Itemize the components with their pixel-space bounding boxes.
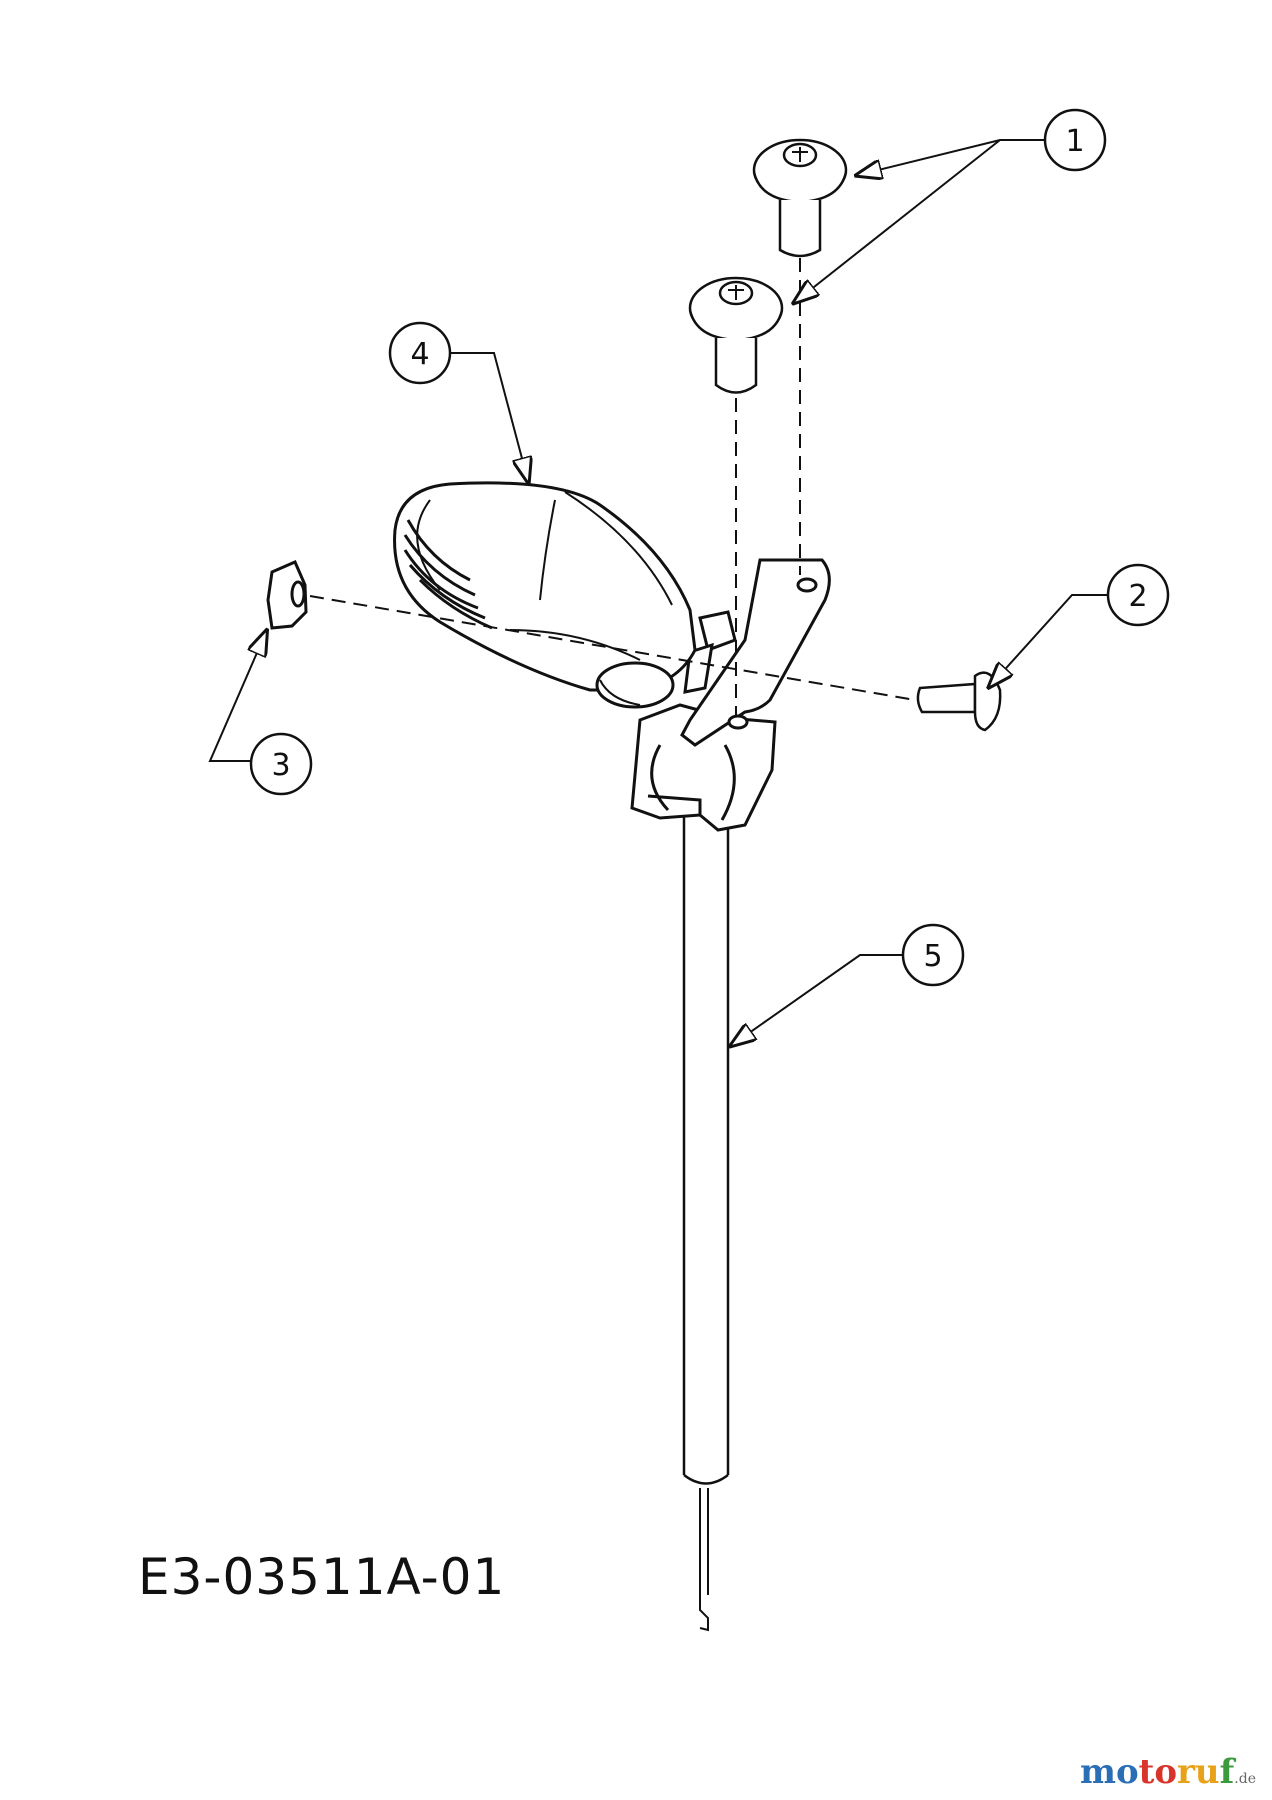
part-5-cable-tube	[682, 800, 730, 1632]
leader-lines	[208, 139, 1108, 1045]
part-3-nut	[266, 560, 308, 630]
part-1-screw-lower	[688, 276, 784, 394]
callout-2: 2	[1106, 563, 1170, 627]
callout-5: 5	[901, 923, 965, 987]
callout-2-label: 2	[1128, 579, 1147, 614]
watermark-part-3: ru	[1177, 1752, 1220, 1792]
callout-1-label: 1	[1065, 124, 1084, 159]
callout-3-label: 3	[271, 748, 290, 783]
callout-1: 1	[1043, 108, 1107, 172]
watermark-part-1: mo	[1079, 1752, 1139, 1792]
assembly-lines	[309, 258, 916, 715]
watermark-suffix: .de	[1234, 1771, 1256, 1787]
callout-5-label: 5	[923, 939, 942, 974]
part-1-screw-upper	[752, 138, 848, 258]
watermark-logo: motoruf.de	[1080, 1752, 1256, 1792]
part-2-bolt	[916, 671, 1002, 732]
watermark-part-2: to	[1138, 1752, 1178, 1792]
watermark-part-4: f	[1219, 1752, 1235, 1792]
drawing-code: E3-03511A-01	[138, 1548, 506, 1606]
callout-3: 3	[249, 732, 313, 796]
mounting-bracket	[630, 558, 831, 832]
callout-4-label: 4	[410, 337, 429, 372]
part-4-lever-handle	[393, 481, 697, 709]
callout-4: 4	[388, 321, 452, 385]
